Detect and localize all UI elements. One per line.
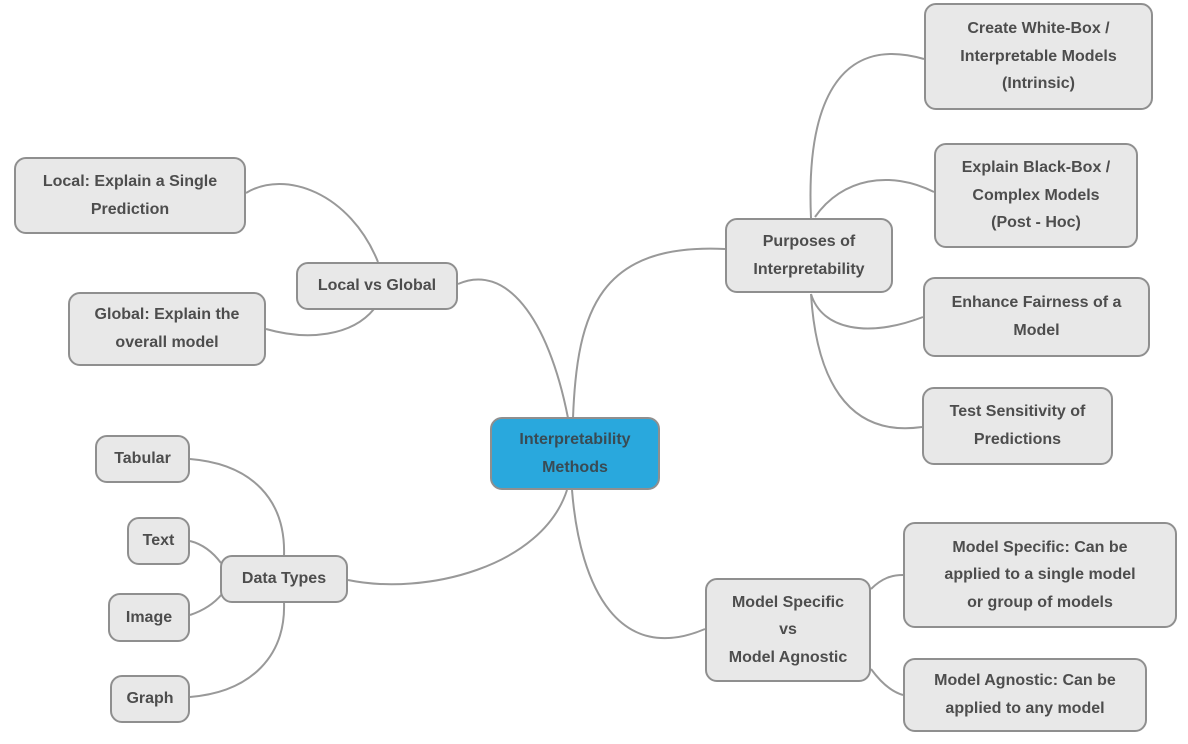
edge-datatypes-graph (189, 601, 286, 698)
edge-purposes-test-sensitivity (810, 293, 923, 430)
edge-root-model-specific-vs-agnostic (571, 489, 706, 640)
edge-datatypes-text (189, 540, 222, 564)
node-explain-blackbox-posthoc: Explain Black-Box / Complex Models (Post… (934, 143, 1138, 248)
node-graph: Graph (110, 675, 190, 723)
node-enhance-fairness: Enhance Fairness of a Model (923, 277, 1150, 357)
node-model-specific-vs-agnostic: Model Specific vs Model Agnostic (705, 578, 871, 682)
node-data-types: Data Types (220, 555, 348, 603)
node-model-agnostic-description: Model Agnostic: Can be applied to any mo… (903, 658, 1147, 732)
edge-lvg-global-overall (265, 308, 375, 337)
node-tabular: Tabular (95, 435, 190, 483)
edge-msva-model-agnostic (870, 668, 904, 696)
node-model-specific-description: Model Specific: Can be applied to a sing… (903, 522, 1177, 628)
node-image: Image (108, 593, 190, 642)
node-root-interpretability-methods: Interpretability Methods (490, 417, 660, 490)
node-local-vs-global: Local vs Global (296, 262, 458, 310)
edge-root-purposes (572, 247, 726, 419)
edge-purposes-create-whitebox (809, 53, 925, 219)
edge-msva-model-specific (870, 574, 904, 590)
node-global-explain-overall-model: Global: Explain the overall model (68, 292, 266, 366)
node-create-whitebox-intrinsic: Create White-Box / Interpretable Models … (924, 3, 1153, 110)
edge-root-data-types (347, 489, 568, 586)
edge-root-local-vs-global (457, 278, 569, 419)
node-text: Text (127, 517, 190, 565)
node-test-sensitivity: Test Sensitivity of Predictions (922, 387, 1113, 465)
edge-purposes-explain-blackbox (814, 178, 935, 218)
node-purposes-of-interpretability: Purposes of Interpretability (725, 218, 893, 293)
node-local-explain-single-prediction: Local: Explain a Single Prediction (14, 157, 246, 234)
edge-purposes-enhance-fairness (810, 293, 924, 330)
edge-datatypes-image (189, 593, 223, 616)
edge-lvg-local-single (245, 183, 379, 263)
edge-datatypes-tabular (189, 458, 286, 557)
